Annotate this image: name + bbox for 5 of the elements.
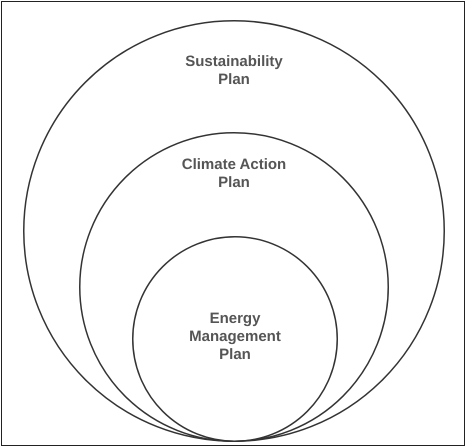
region-label: Climate Action Plan xyxy=(180,156,288,192)
nested-circle xyxy=(79,132,389,442)
nested-circle xyxy=(132,236,338,442)
region-label: Sustainability Plan xyxy=(184,53,284,89)
region-label: Energy Management Plan xyxy=(188,310,282,364)
